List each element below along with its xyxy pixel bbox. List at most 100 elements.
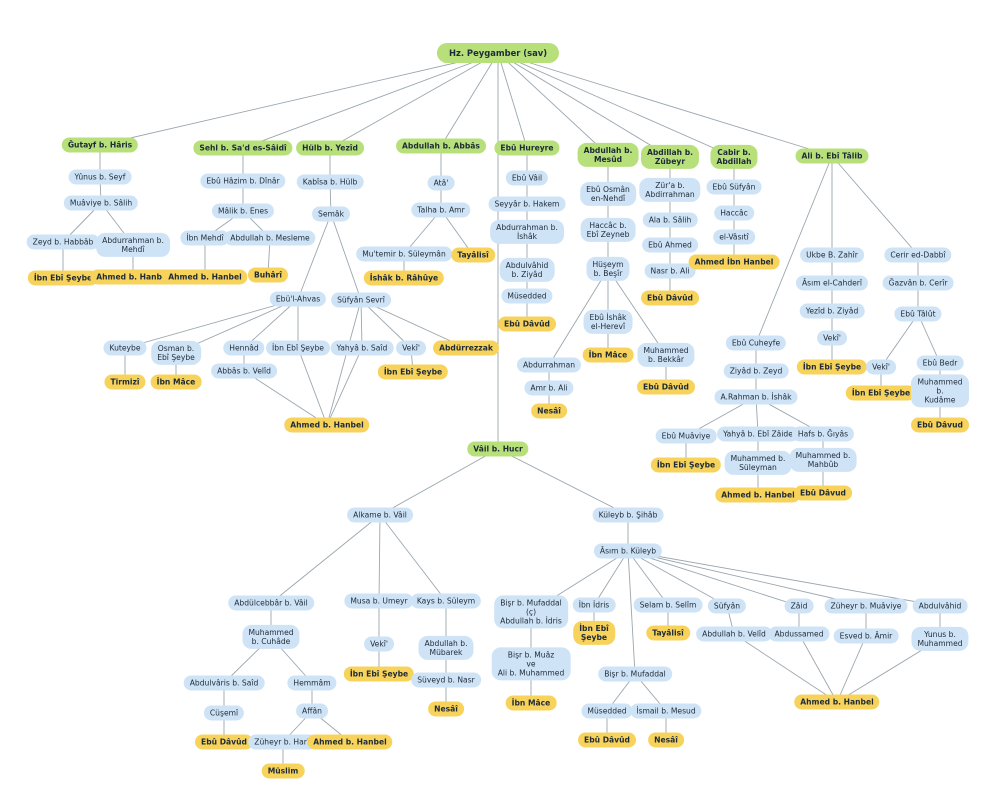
node-g5: Ebû Hureyre [494, 140, 560, 156]
node-n84: Müsedded [581, 703, 633, 719]
edge-n19-y9 [243, 370, 328, 426]
node-n66: Hemmâm [287, 675, 337, 691]
node-y17: Ahmed İbn Hanbel [688, 254, 780, 270]
edge-n30-n32 [607, 268, 667, 356]
node-n71: Kays b. Süleym [410, 593, 482, 609]
node-g2: Sehl b. Sa'd es-Sâidî [193, 140, 293, 156]
node-n48: Ebû Tâlût [894, 306, 942, 322]
node-n32: Muhammed b. Bekkâr [637, 342, 695, 368]
node-n40: Haccâc [714, 205, 754, 221]
node-n5: Ebû Hâzim b. Dînâr [200, 173, 286, 189]
node-y9: Ahmed b. Hanbel [284, 417, 370, 433]
node-n3: Zeyd b. Habbâb [26, 234, 100, 250]
node-n36: Ala b. Sâlih [642, 212, 698, 228]
edge-g10-n60 [379, 448, 499, 516]
node-n50: Ebû Bedr [916, 355, 964, 371]
node-n41: el-Vâsıtî [713, 229, 755, 245]
node-n34: Amr b. Ali [524, 380, 574, 396]
node-n26: Abdulvâhid b. Ziyâd [499, 257, 555, 283]
node-y26: Müslim [261, 763, 305, 779]
node-n81: Abdulvâhid [912, 598, 968, 614]
edge-root-g6 [497, 52, 609, 156]
node-n42: Ukbe B. Zahîr [800, 247, 864, 263]
node-y15: Ebû Dâvûd [637, 379, 695, 395]
edge-root-g4 [440, 52, 499, 147]
node-y32: Ebû Dâvûd [578, 732, 636, 748]
node-n43: Âsım el-Cahderî [795, 275, 869, 291]
edge-n30-n33 [548, 268, 609, 366]
node-n78: Süfyân [707, 598, 747, 614]
node-n47: Ğazvân b. Cerîr [882, 275, 954, 291]
edge-n11-n15 [243, 298, 299, 349]
node-n80: Züheyr b. Muâviye [824, 598, 908, 614]
node-n82: Bişr b. Muâz ve Ali b. Muhammed [491, 647, 571, 681]
node-n25: Abdurrahman b. İshâk [490, 219, 564, 245]
node-n58: Muhammed b. Süleyman [724, 450, 792, 476]
node-n11: Ebü'l-Ahvas [269, 291, 327, 307]
node-n53: Ziyâd b. Zeyd [723, 363, 789, 379]
node-n31: Ebû İshâk el-Herevî [583, 309, 633, 335]
edge-n10-n12 [330, 213, 362, 301]
node-n68: Affân [296, 703, 328, 719]
edge-n62-n77 [627, 550, 669, 606]
node-n24: Seyyâr b. Hakem [488, 196, 566, 212]
edge-n62-n78 [627, 550, 728, 607]
node-y11: İshâk b. Râhûye [363, 270, 445, 286]
node-n59: Muhammed b. Mahbûb [789, 447, 857, 473]
node-n27: Müsedded [501, 288, 553, 304]
node-g8: Cabir b. Abdillah [710, 144, 758, 170]
node-g10: Vâil b. Hucr [467, 441, 529, 457]
edge-root-g1 [99, 52, 499, 146]
node-y16: Ebû Dâvûd [641, 290, 699, 306]
node-n37: Ebû Ahmed [642, 237, 698, 253]
node-n8: Abdullah b. Mesleme [224, 230, 316, 246]
edge-n16-y9 [297, 347, 328, 426]
edge-n62-n83 [627, 550, 636, 675]
node-n74: Süveyd b. Nasr [411, 672, 481, 688]
node-y4: Buhârî [247, 267, 289, 283]
edge-n11-n13 [124, 298, 299, 349]
node-y21: İbn Ebî Şeybe [650, 457, 722, 473]
node-y22: Ahmed b. Hanbel [715, 487, 801, 503]
node-n2: Muâviye b. Sâlih [63, 195, 139, 211]
node-n54: A.Rahman b. İshâk [714, 389, 798, 405]
node-n45: Vekî' [817, 330, 847, 346]
node-n33: Abdurrahman [516, 357, 582, 373]
node-root: Hz. Peygamber (sav) [436, 42, 560, 64]
node-n67: Cüşemî [203, 705, 245, 721]
node-n87: Abdussamed [768, 626, 830, 642]
node-n6: Mâlik b. Enes [211, 203, 275, 219]
node-g3: Hülb b. Yezîd [296, 140, 364, 156]
node-n64: Muhammed b. Cuhâde [242, 624, 300, 650]
edge-n87-y34 [798, 633, 838, 703]
edge-n60-n71 [379, 514, 447, 602]
node-y27: İbn Ebî Şeybe [343, 666, 415, 682]
node-y31: Tayâlisî [646, 625, 690, 641]
node-g4: Abdullah b. Abbâs [396, 138, 486, 154]
edge-n12-y5 [360, 299, 467, 349]
node-n21: Talha b. Amr [411, 202, 471, 218]
node-n51: Muhammed b. Kudâme [911, 374, 969, 408]
node-y5: Abdürrezzak [433, 340, 499, 356]
node-y14: İbn Mâce [582, 347, 634, 363]
node-n86: Abdullah b. Velîd [696, 626, 772, 642]
node-n13: Kuteybe [103, 340, 147, 356]
node-g6: Abdullah b. Mesûd [577, 142, 639, 168]
edge-n12-n18 [360, 299, 412, 349]
node-n88: Esved b. Âmir [833, 628, 899, 644]
node-y19: İbn Ebî Şeybe [845, 385, 917, 401]
node-n55: Ebû Muâviye [655, 428, 717, 444]
node-y30: İbn Ebî Şeybe [573, 620, 615, 646]
edge-g9-n46 [831, 155, 919, 256]
node-n76: İbn İdris [572, 597, 616, 613]
node-n62: Âsım b. Küleyb [593, 543, 663, 559]
node-y20: Ebû Dâvud [911, 417, 969, 433]
node-n83: Bişr b. Mufaddal [598, 666, 672, 682]
node-n60: Alkame b. Vâil [347, 507, 413, 523]
node-n57: Hafs b. Ğıyâs [791, 426, 855, 442]
node-y10: Tayâlisî [451, 247, 495, 263]
node-n17: Yahyâ b. Saîd [330, 340, 394, 356]
node-n72: Vekî' [364, 636, 394, 652]
